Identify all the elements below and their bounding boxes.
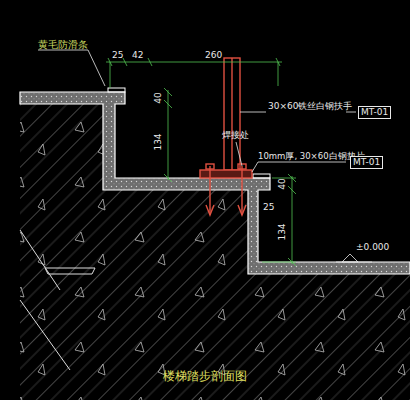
dimension: 134 — [278, 223, 288, 240]
part-note: 10mm厚, 30×60白钢垫片 — [258, 152, 365, 161]
part-note: 焊接处 — [222, 131, 249, 141]
dimension: 25 — [112, 51, 123, 61]
dimension: 134 — [154, 133, 164, 150]
material-tag: MT-01 — [350, 156, 383, 169]
elevation-mark: ±0.000 — [356, 243, 389, 253]
tag-text: MT-01 — [361, 107, 388, 118]
material-tag: MT-01 — [358, 106, 391, 119]
dimension: 40 — [154, 92, 164, 103]
dimension: 260 — [205, 51, 222, 61]
dimension: 25 — [263, 203, 274, 213]
part-note: 30×60铁丝白钢扶手 — [268, 102, 352, 112]
dimension: 42 — [132, 51, 143, 61]
drawing-caption: 楼梯踏步剖面图 — [163, 370, 247, 383]
tag-text: MT-01 — [353, 157, 380, 168]
part-note: 黄毛防滑条 — [38, 39, 88, 50]
dimension: 40 — [278, 178, 288, 189]
